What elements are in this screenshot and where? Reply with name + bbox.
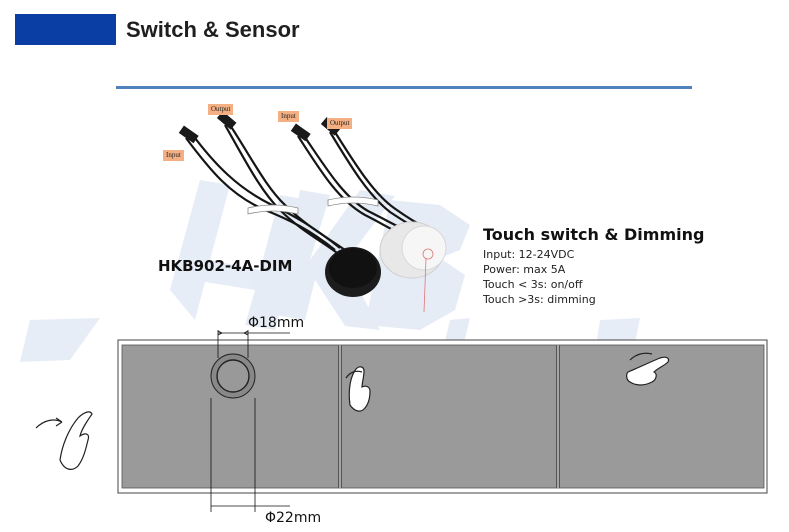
input-tag: Input [278,111,299,122]
output-tag: Output [327,118,353,129]
spec-line: Touch >3s: dimming [483,293,596,306]
feature-title: Touch switch & Dimming [483,225,705,244]
page-title: Switch & Sensor [126,17,300,42]
input-tag: Input [163,150,184,161]
spec-line: Touch < 3s: on/off [483,278,583,291]
title-accent-block [15,14,116,45]
switch-photo [178,111,447,313]
output-tag: Output [208,104,234,115]
top-diameter-label: Φ18mm [248,315,305,331]
spec-line: Input: 12-24VDC [483,248,575,261]
cabinet-drawing [35,330,768,512]
spec-line: Power: max 5A [483,263,566,276]
model-number: HKB902-4A-DIM [158,257,293,275]
bottom-diameter-label: Φ22mm [265,510,322,526]
title-divider [116,86,692,89]
